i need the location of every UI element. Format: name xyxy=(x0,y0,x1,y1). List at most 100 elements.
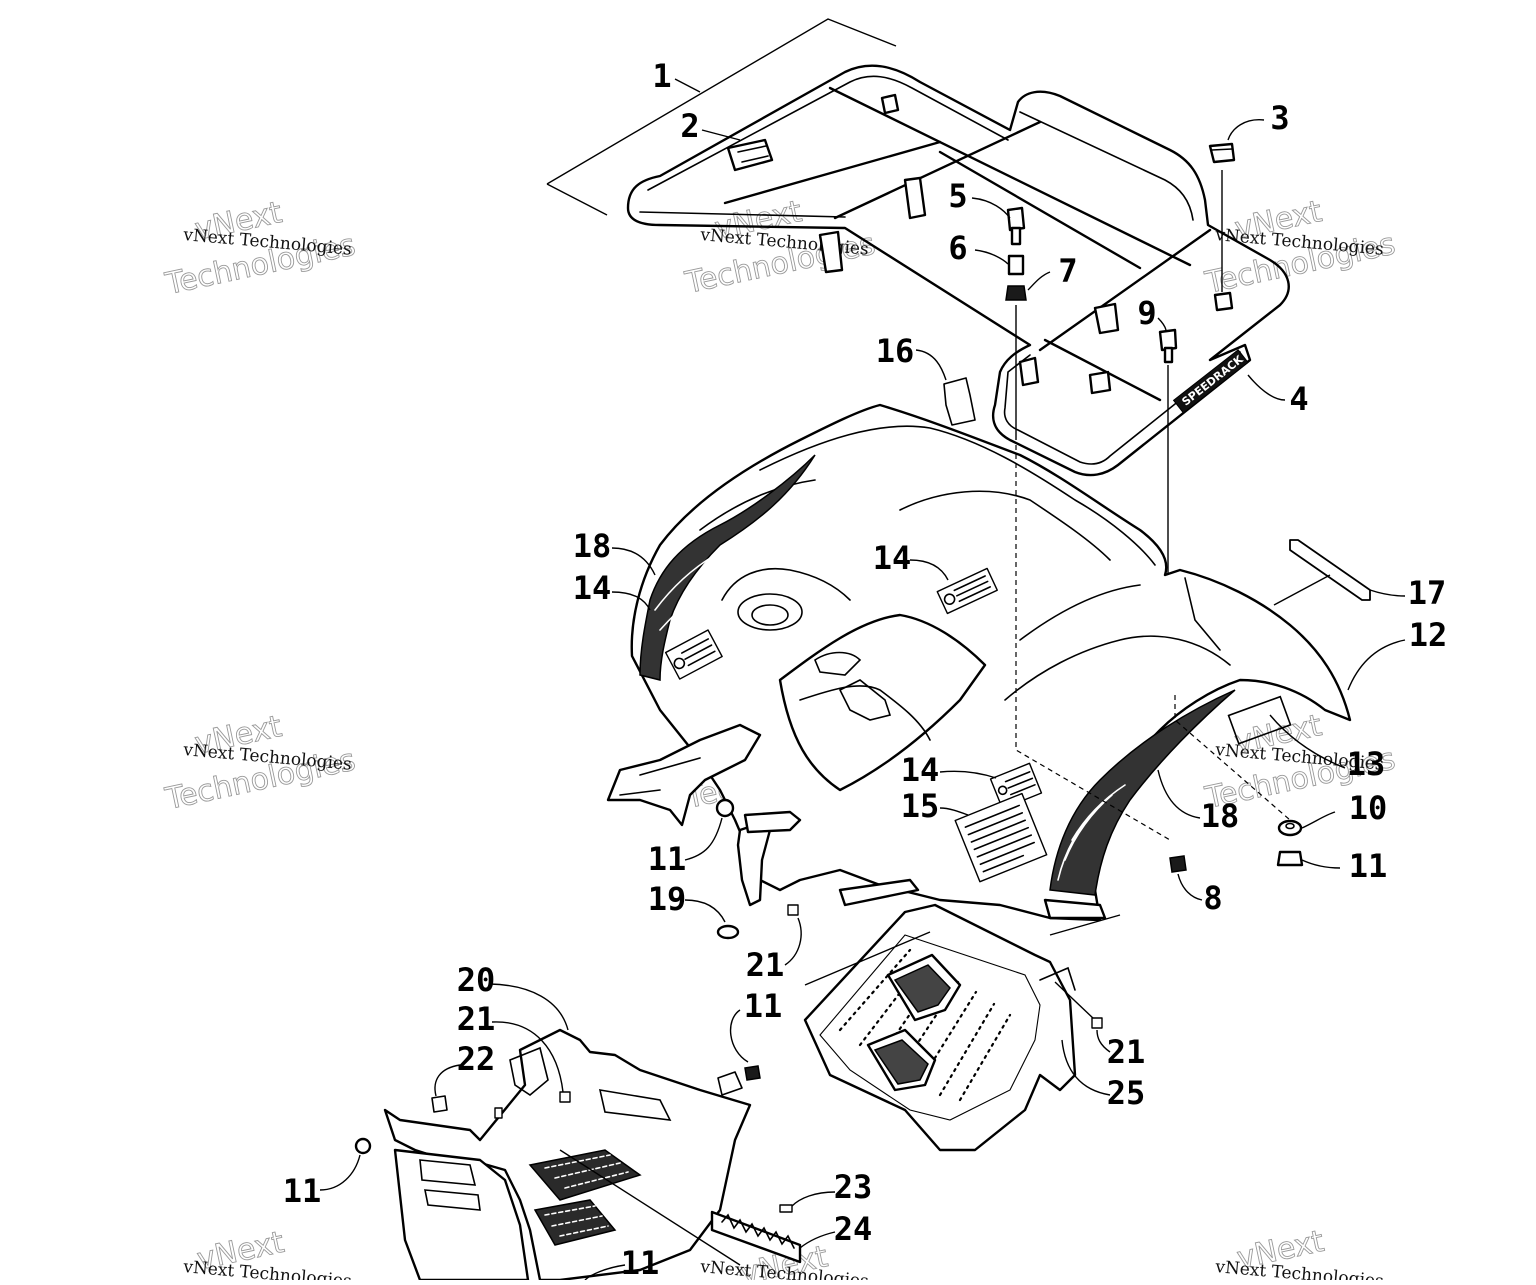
label-icon xyxy=(673,657,686,670)
footwell-guide-line xyxy=(559,1149,741,1266)
graphic-stripes-right xyxy=(1057,784,1126,881)
bracket-line-bottom xyxy=(546,183,608,216)
callout-7: 7 xyxy=(1058,252,1077,290)
footwell-step-upper-dark xyxy=(893,964,951,1013)
bracket-line-top xyxy=(546,18,897,185)
callout-6: 6 xyxy=(948,229,967,267)
callout-20: 20 xyxy=(457,961,496,999)
warning-label-14-left xyxy=(664,629,723,680)
nut-11-center xyxy=(717,1009,761,1096)
splash-guard-contour xyxy=(619,757,701,796)
callout-14-right: 14 xyxy=(901,751,940,789)
leader-1 xyxy=(674,78,701,93)
rack-clip-part-2 xyxy=(701,129,774,172)
rack-cross-rail-5 xyxy=(1038,228,1212,352)
leader-12 xyxy=(1347,639,1406,691)
rack-cross-rail-3 xyxy=(723,140,942,205)
callout-17: 17 xyxy=(1408,574,1447,612)
cup-holder-outer xyxy=(737,593,803,631)
reflector-recess xyxy=(1227,695,1292,745)
callout-4: 4 xyxy=(1289,380,1308,418)
cup-holder-inner xyxy=(751,604,789,626)
label-frame xyxy=(954,792,1048,883)
push-clip-19 xyxy=(716,924,740,940)
leader-11-left xyxy=(319,1154,361,1191)
nut-7 xyxy=(1005,285,1027,301)
warning-label-14-top xyxy=(936,567,998,615)
callout-19: 19 xyxy=(648,880,687,918)
rack-outer-rail xyxy=(626,64,1290,477)
bolt-head-9 xyxy=(1158,328,1178,352)
leader-24 xyxy=(799,1231,836,1249)
footwell-20-front-panel xyxy=(393,1148,530,1282)
reflector-17 xyxy=(1289,539,1371,601)
rack-clip-detail xyxy=(737,145,769,163)
leader-18-left xyxy=(611,547,656,576)
rack-mount-bracket xyxy=(1213,291,1234,312)
footrest-tread-lower xyxy=(533,1199,617,1246)
footrest-tread-upper xyxy=(528,1149,642,1201)
fender-graphic-left xyxy=(639,454,816,681)
fender-mount-tab xyxy=(838,878,920,907)
compartment-handle xyxy=(814,651,862,676)
rack-rail-inner-4 xyxy=(1003,351,1241,465)
leader-8 xyxy=(1177,873,1203,901)
leader-2 xyxy=(701,129,741,141)
right-fender-contour xyxy=(1004,635,1231,701)
clip-11 xyxy=(717,1071,743,1096)
callout-21-top: 21 xyxy=(746,946,785,984)
leader-4 xyxy=(1247,374,1286,401)
fender-leaders xyxy=(611,547,1406,819)
callout-14-left: 14 xyxy=(573,569,612,607)
plug-part-3 xyxy=(1208,119,1265,292)
leader-10 xyxy=(1301,811,1336,829)
rack-rail-inner-3 xyxy=(1019,111,1194,221)
nut-11-center-part xyxy=(744,1065,761,1081)
callout-14-top: 14 xyxy=(873,539,912,577)
footrest-insert-24 xyxy=(710,1210,802,1264)
callout-24: 24 xyxy=(834,1210,873,1248)
leader-25 xyxy=(1061,1039,1111,1096)
right-fender-ridge xyxy=(1019,584,1141,641)
leader-15 xyxy=(939,807,969,816)
callout-numbers: 1 2 3 4 5 6 7 8 9 10 11 11 11 11 11 12 1… xyxy=(283,57,1448,1282)
compartment-inner-line xyxy=(799,685,931,741)
screw-axis-21 xyxy=(1054,981,1096,1021)
decal-text: SPEEDRACK xyxy=(1180,353,1246,409)
fender-center-contour xyxy=(899,490,1111,561)
storage-compartment xyxy=(778,613,987,792)
footwell-guide-lines xyxy=(804,914,1121,986)
callout-21-right: 21 xyxy=(1107,1033,1146,1071)
rear-fender xyxy=(630,403,1352,922)
screw-21-left xyxy=(494,1107,503,1119)
leader-20 xyxy=(489,983,569,1031)
leader-19 xyxy=(684,899,726,923)
leader-11-right xyxy=(1301,859,1341,869)
callout-11-left: 11 xyxy=(283,1172,322,1210)
compartment-strap xyxy=(838,679,892,721)
rack-mount-bracket xyxy=(1093,302,1120,335)
right-fender-edge xyxy=(1184,577,1221,651)
callout-23: 23 xyxy=(834,1168,873,1206)
rack-cross-rail-2 xyxy=(833,120,1042,220)
leader-22 xyxy=(434,1064,461,1097)
callout-12: 12 xyxy=(1409,616,1448,654)
label-lines xyxy=(680,638,716,667)
leader-6 xyxy=(974,249,1009,265)
leader-21-right xyxy=(1096,1029,1111,1053)
callout-3: 3 xyxy=(1270,99,1289,137)
callout-1: 1 xyxy=(652,57,671,95)
washer-10-hole xyxy=(1285,822,1295,830)
callout-11-bottom: 11 xyxy=(621,1244,660,1280)
callout-18-right: 18 xyxy=(1201,797,1240,835)
flap-bracket xyxy=(743,810,802,834)
callout-9: 9 xyxy=(1137,294,1156,332)
leader-9 xyxy=(1157,317,1167,331)
screw-21-left-b xyxy=(559,1091,571,1103)
rack-cross-rail-1 xyxy=(828,86,1192,267)
footwell-grate-area xyxy=(819,934,1041,1121)
decal-part-16 xyxy=(915,349,976,426)
screw-21-splash xyxy=(784,904,802,966)
callout-8: 8 xyxy=(1203,879,1222,917)
bolt-shank-9 xyxy=(1163,346,1174,364)
